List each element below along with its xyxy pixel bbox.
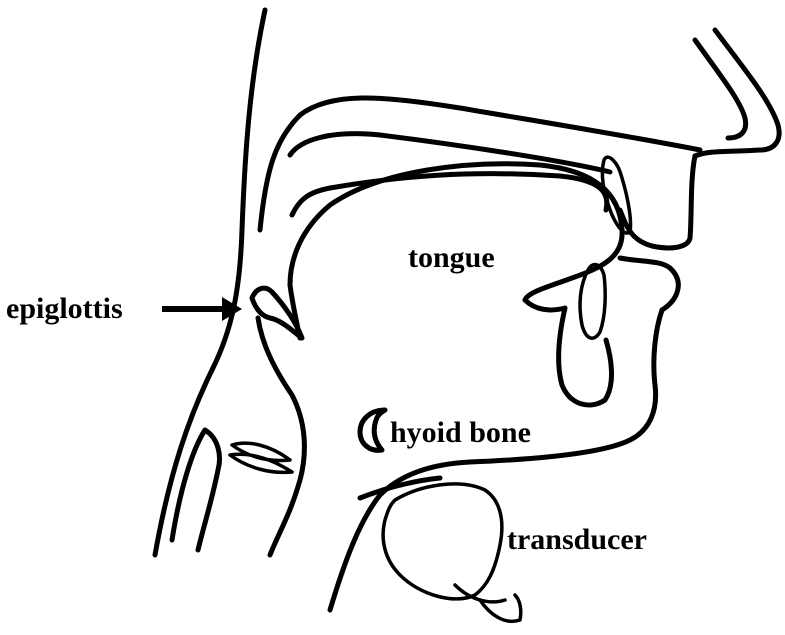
transducer-label: transducer bbox=[507, 523, 647, 556]
tongue-label: tongue bbox=[408, 241, 495, 274]
upper-lip-outline bbox=[620, 156, 695, 248]
lower-teeth bbox=[580, 265, 605, 339]
hyoid-bone-shape bbox=[360, 410, 385, 450]
vocal-cords bbox=[230, 443, 292, 472]
transducer-probe bbox=[360, 478, 521, 621]
nose-outline bbox=[695, 30, 779, 156]
hyoid-bone-label: hyoid bone bbox=[390, 416, 531, 449]
epiglottis-label: epiglottis bbox=[6, 292, 123, 325]
posterior-neck-line bbox=[155, 10, 265, 555]
mandible-inner bbox=[525, 300, 612, 405]
larynx-outline bbox=[258, 318, 304, 555]
